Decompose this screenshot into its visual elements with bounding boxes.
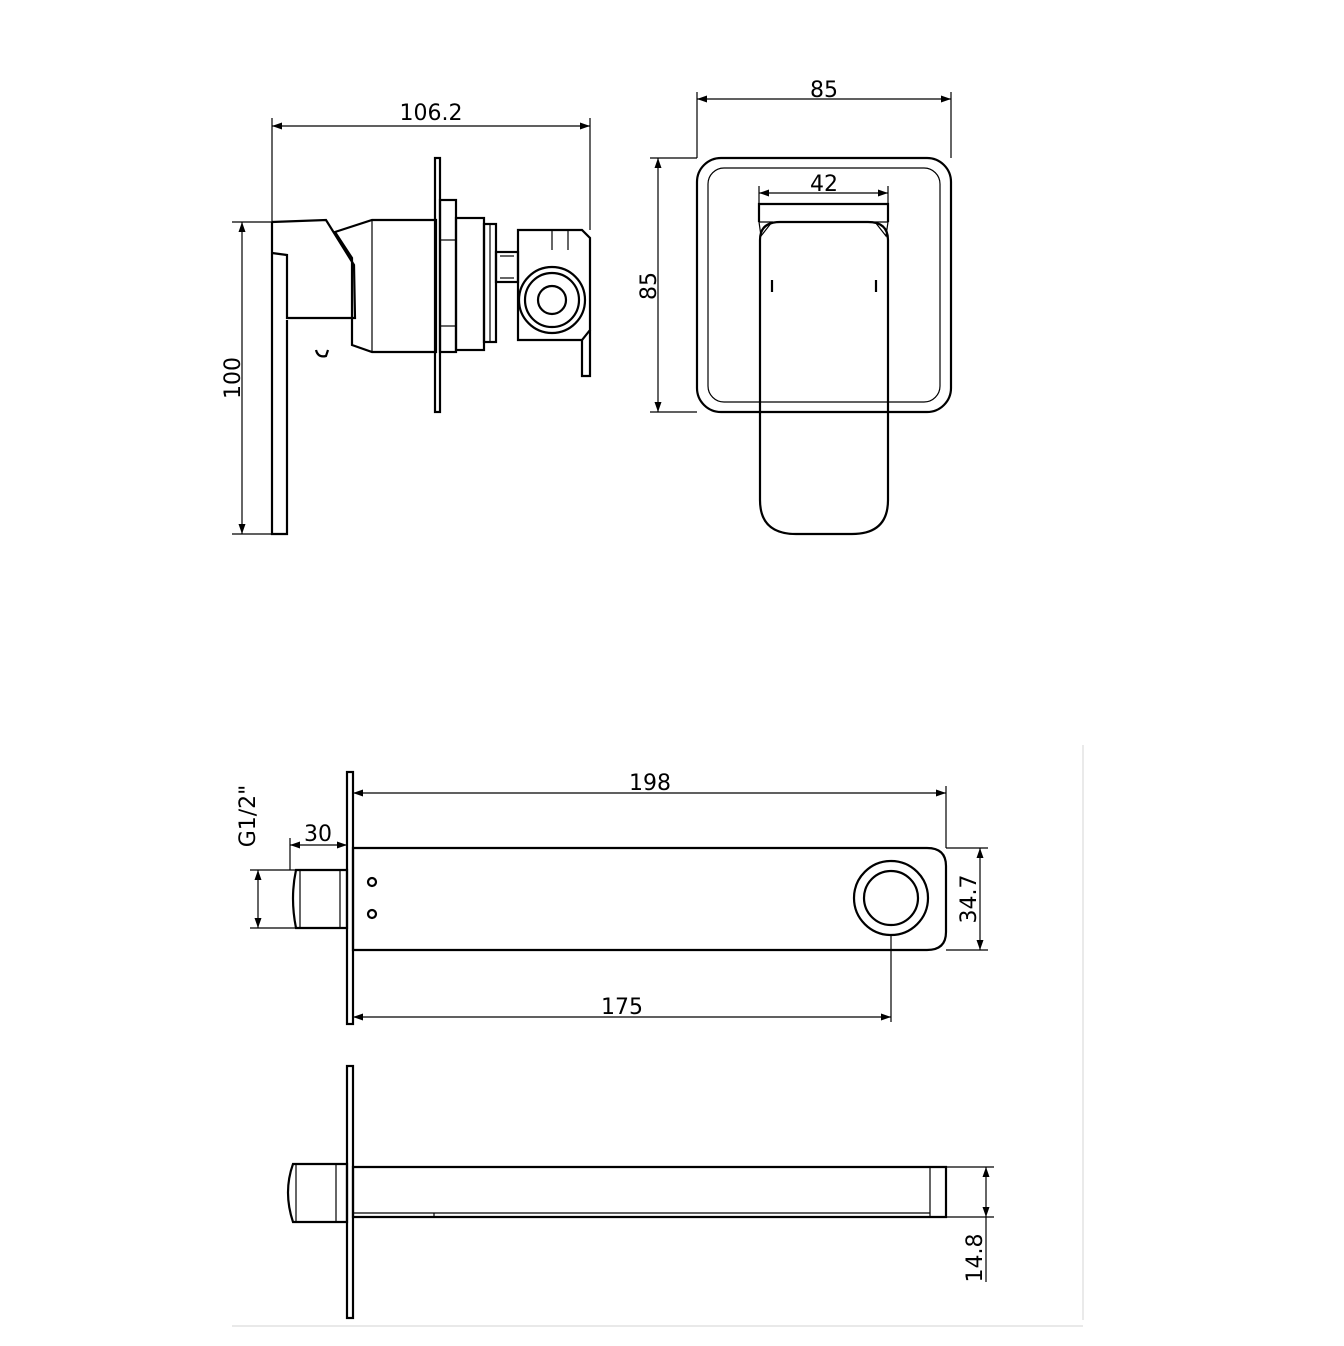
spout-side-nut	[286, 1162, 349, 1224]
dim-mixer-height: 100	[221, 357, 246, 399]
spout-top-view: 198 175 34.7 30 G1/2"	[236, 770, 988, 1026]
mixer-inlet-ring-inner	[536, 284, 568, 316]
dim-thread-length: 30	[304, 822, 332, 847]
dim-spout-thickness: 14.8	[963, 1234, 988, 1283]
spout-side-view: 14.8	[286, 1064, 994, 1320]
front-lever	[758, 220, 890, 536]
mixer-cartridge-body	[333, 218, 438, 354]
spout-body-top	[351, 846, 948, 952]
dim-mixer-depth: 106.2	[400, 101, 463, 126]
spout-outlet-inner	[862, 869, 920, 927]
mixer-front-view: 85 42 85	[637, 78, 953, 536]
dim-spout-total-length: 198	[629, 771, 671, 796]
front-plate-inner	[707, 167, 941, 403]
dim-thread-size: G1/2"	[236, 785, 261, 848]
spout-thread-connector	[291, 868, 349, 930]
dim-handle-width: 42	[810, 172, 838, 197]
mixer-inlet-ring-outer	[517, 265, 587, 335]
dim-spout-outlet-length: 175	[601, 995, 643, 1020]
mixer-handle-head	[271, 218, 357, 320]
spout-body-side	[351, 1165, 948, 1219]
front-plate-outer	[695, 156, 953, 414]
dim-plate-width: 85	[810, 78, 838, 103]
dim-spout-height: 34.7	[957, 875, 982, 924]
mixer-side-view: 106.2 100	[221, 101, 592, 536]
mixer-handle-lever	[270, 222, 289, 536]
dim-plate-height: 85	[637, 272, 662, 300]
